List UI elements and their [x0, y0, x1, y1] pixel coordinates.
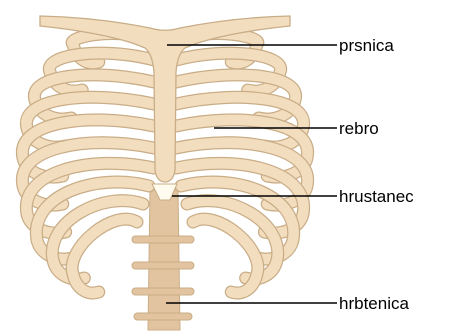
label-rib: rebro — [339, 119, 379, 138]
label-sternum: prsnica — [339, 36, 394, 55]
label-cartilage: hrustanec — [339, 187, 414, 206]
label-spine: hrbtenica — [339, 294, 409, 313]
